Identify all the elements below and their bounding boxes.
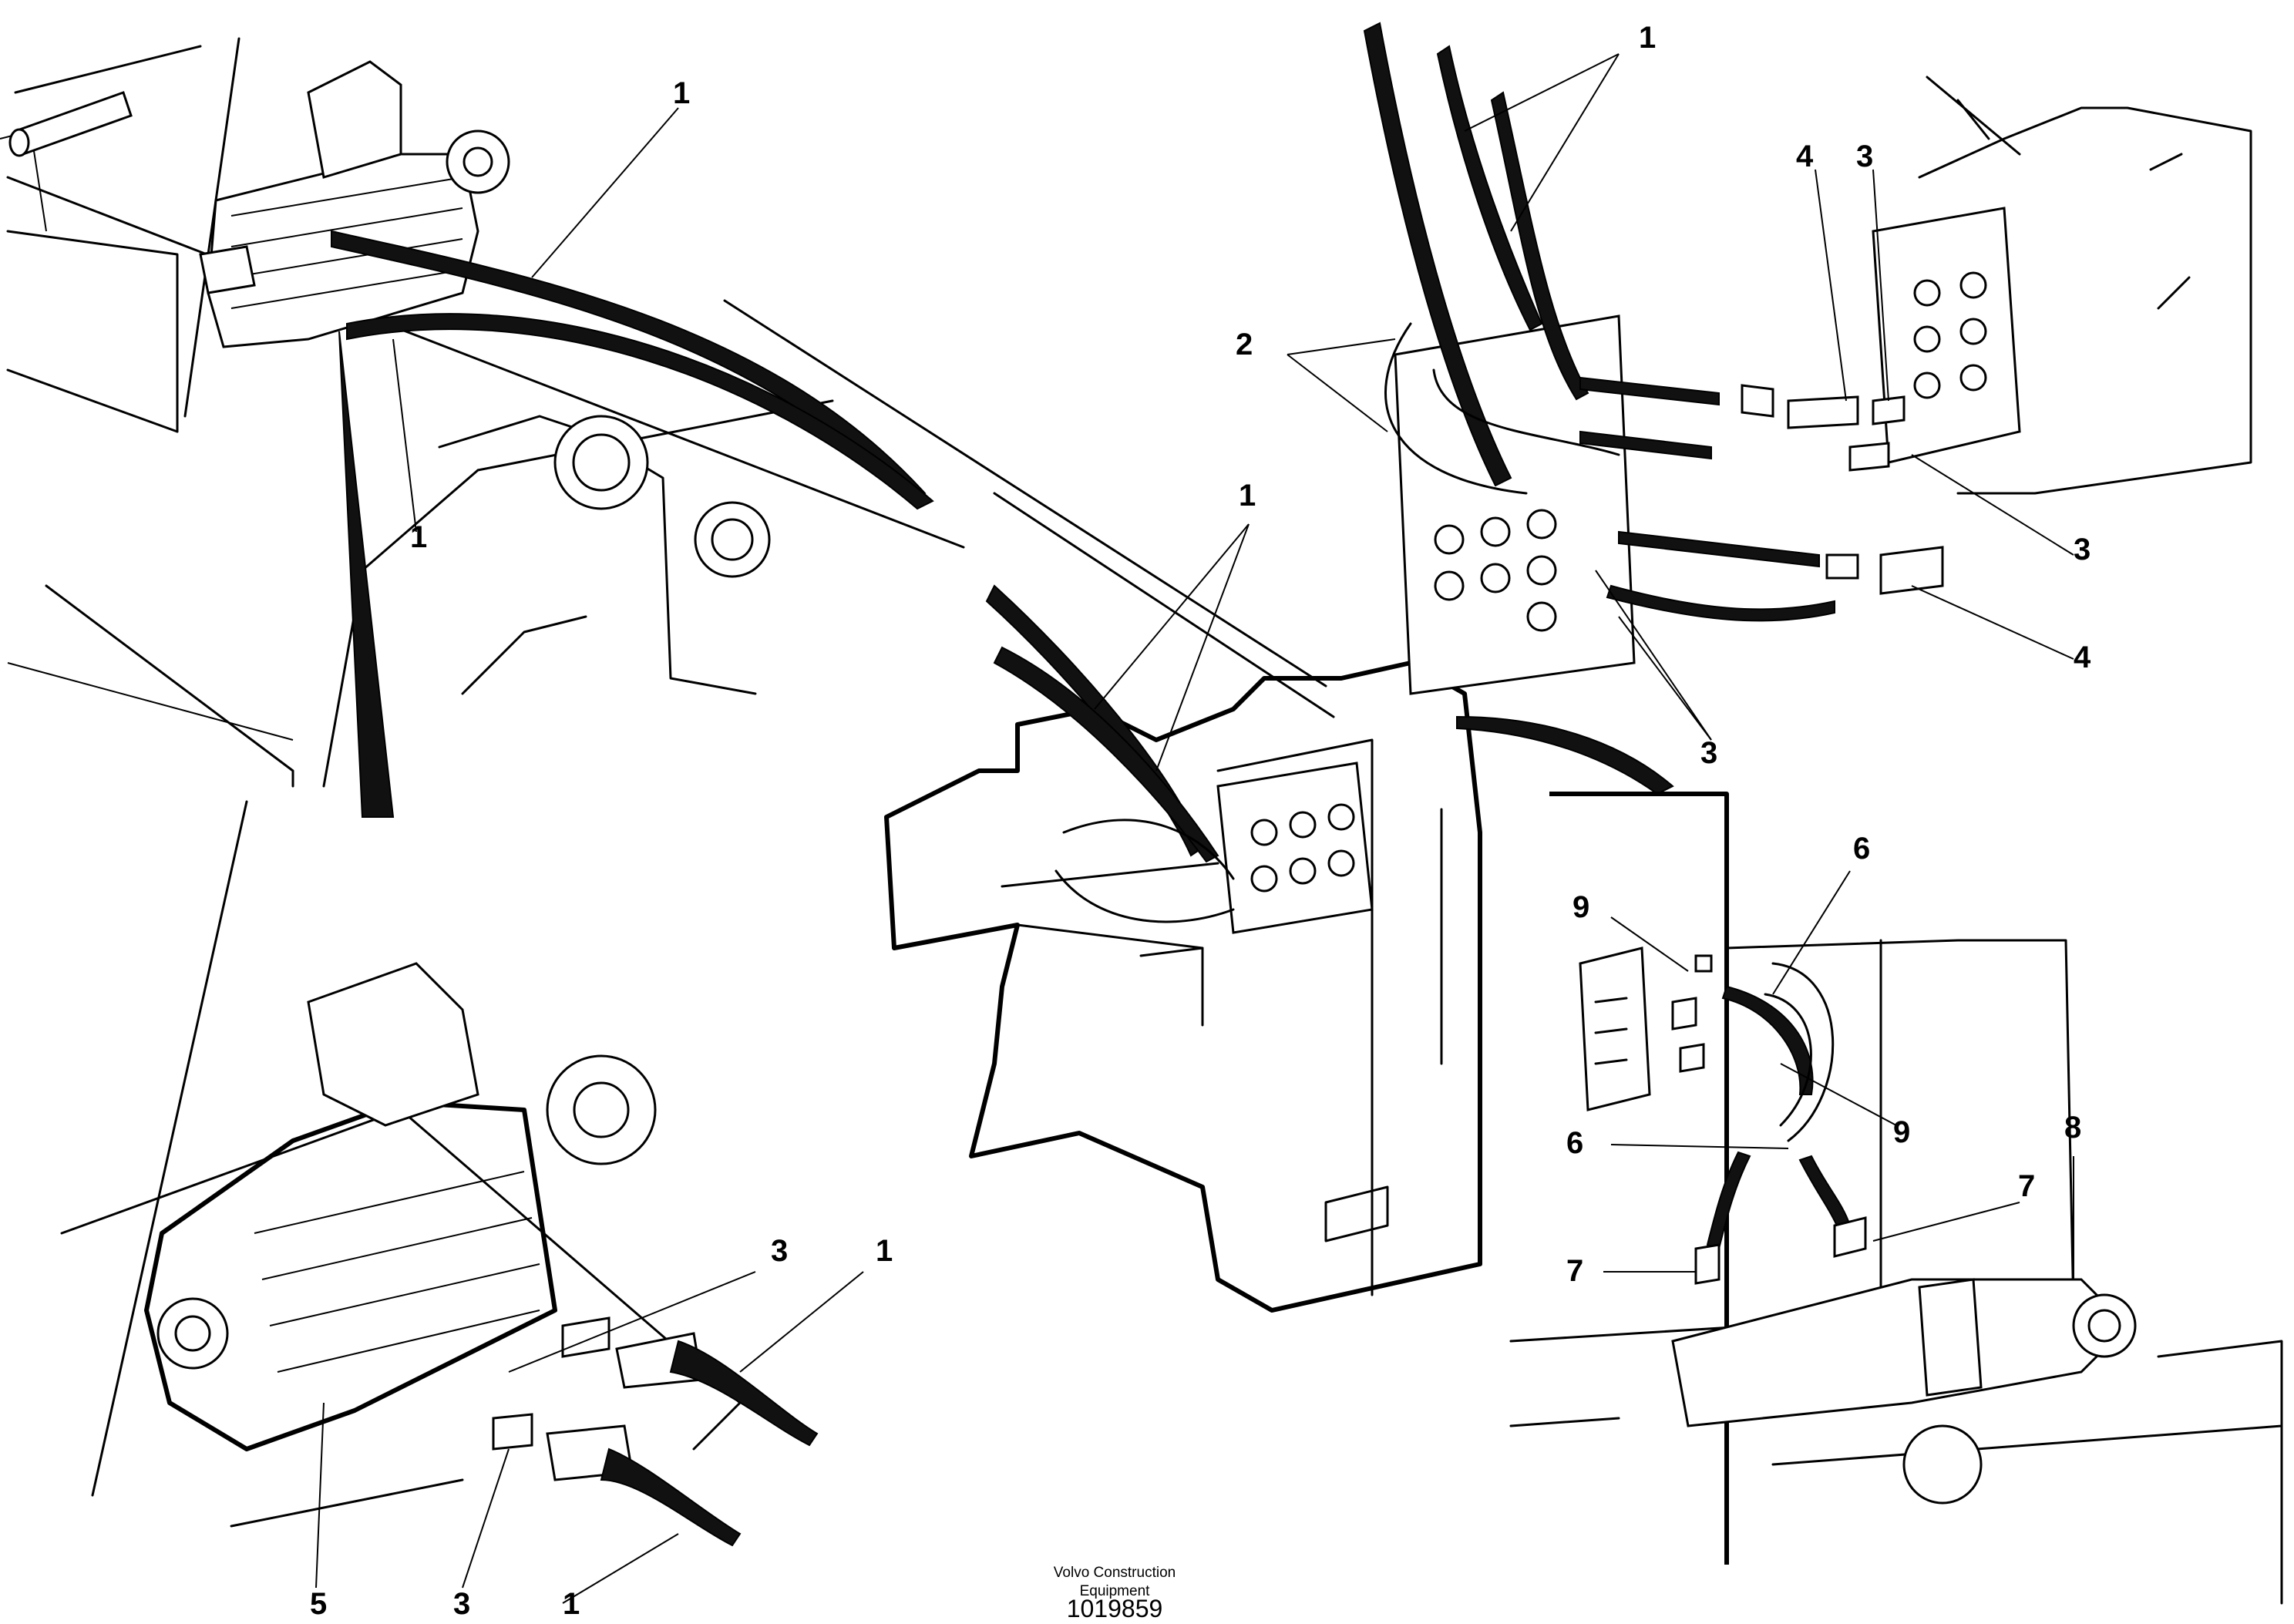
callout-3-upper: 3: [1856, 140, 1873, 173]
center-view: [884, 523, 1674, 1313]
callout-4-lower: 4: [2074, 641, 2091, 674]
drawing-number: 1019859: [1067, 1595, 1163, 1620]
callout-1-center: 1: [1239, 479, 1256, 513]
bottom-left-view: [60, 800, 864, 1604]
callout-5: 5: [310, 1587, 327, 1620]
manufacturer-line-2: Equipment: [1080, 1583, 1151, 1599]
top-left-view: [0, 37, 1335, 818]
top-right-view: [1287, 22, 2252, 741]
callout-8: 8: [2064, 1111, 2081, 1145]
callout-7-right: 7: [2018, 1169, 2035, 1203]
callout-4-upper: 4: [1796, 140, 1814, 173]
callout-3-bottom-left-a: 3: [771, 1234, 788, 1268]
callout-1-bottom-left-b: 1: [563, 1587, 580, 1620]
callout-3-lower: 3: [1700, 736, 1717, 770]
bottom-right-view: [1509, 792, 2283, 1605]
callout-1-top-left-a: 1: [673, 76, 690, 110]
manufacturer-line-1: Volvo Construction: [1054, 1565, 1176, 1581]
callout-9-right: 9: [1893, 1115, 1910, 1149]
callout-1-bottom-left-a: 1: [876, 1234, 893, 1268]
callout-6-lower: 6: [1566, 1126, 1583, 1160]
callout-9-left: 9: [1572, 890, 1589, 924]
callout-7-left: 7: [1566, 1254, 1583, 1288]
callout-1-top-left-b: 1: [410, 520, 427, 554]
callout-6-upper: 6: [1853, 832, 1870, 866]
callout-labels: 1 1 1 1 2 4 3 3 4 3 3 1 5 3 1 6 9 9 6 8 …: [310, 21, 2091, 1621]
callout-3-bottom-left-b: 3: [453, 1587, 470, 1620]
footer: Volvo Construction Equipment 1019859: [1054, 1565, 1176, 1622]
callout-3-right: 3: [2074, 533, 2090, 567]
callout-1-top-right: 1: [1639, 21, 1656, 55]
callout-2: 2: [1236, 328, 1253, 361]
